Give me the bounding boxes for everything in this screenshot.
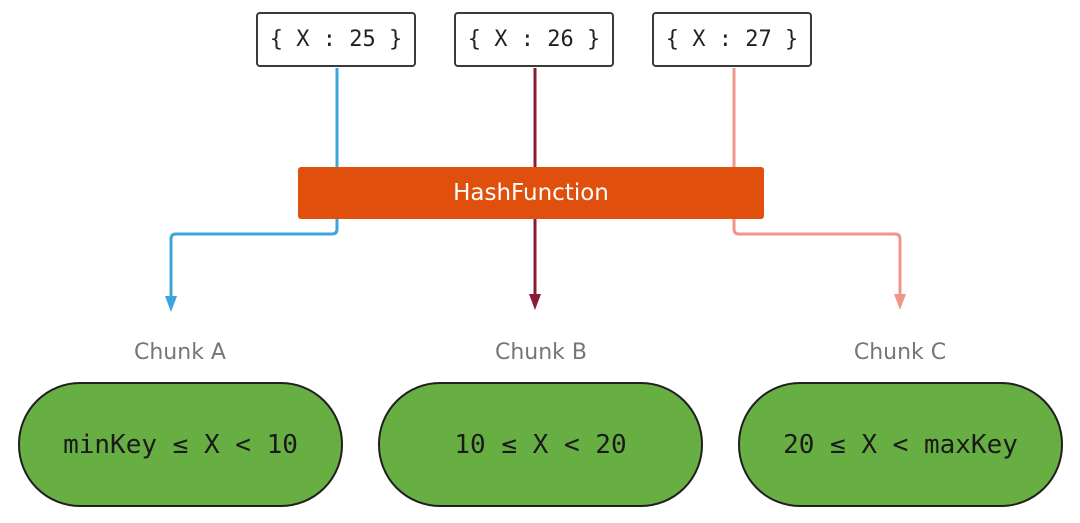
arrow-head-chunk-b-icon <box>529 294 541 310</box>
hash-function-bar: HashFunction <box>298 167 764 219</box>
wire-chunk-c-out <box>732 219 902 296</box>
chunk-b-range: 10 ≤ X < 20 <box>378 382 703 507</box>
arrow-head-chunk-c-icon <box>894 294 906 310</box>
chunk-b-range-label: 10 ≤ X < 20 <box>454 429 627 460</box>
chunk-a-title: Chunk A <box>134 340 226 365</box>
document-x26: { X : 26 } <box>454 12 614 67</box>
hash-function-label: HashFunction <box>453 180 609 206</box>
chunk-c-range-label: 20 ≤ X < maxKey <box>783 429 1018 460</box>
chunk-a-range: minKey ≤ X < 10 <box>18 382 343 507</box>
chunk-c-range: 20 ≤ X < maxKey <box>738 382 1063 507</box>
document-x25: { X : 25 } <box>256 12 416 67</box>
chunk-b-title: Chunk B <box>494 340 588 365</box>
document-x27: { X : 27 } <box>652 12 812 67</box>
chunk-c-title: Chunk C <box>853 340 947 365</box>
arrow-head-chunk-a-icon <box>165 296 177 312</box>
chunk-a-range-label: minKey ≤ X < 10 <box>63 429 298 460</box>
wire-chunk-a-out <box>169 219 339 298</box>
